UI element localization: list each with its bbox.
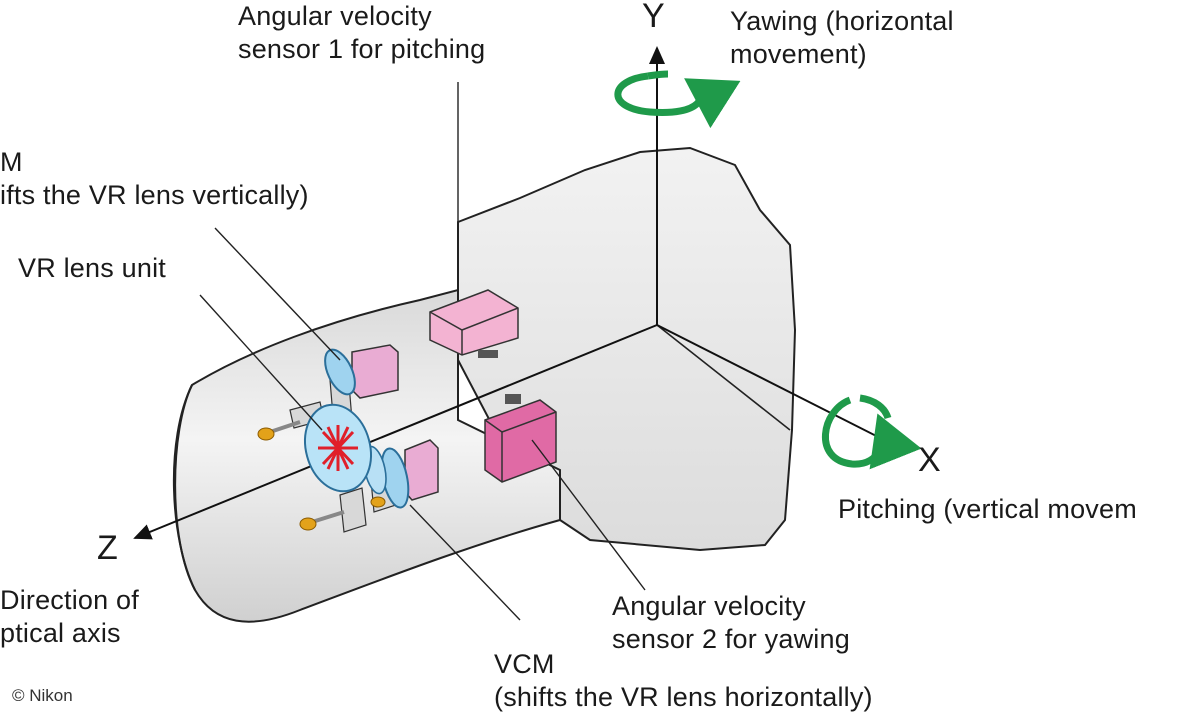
leader-lines bbox=[199, 82, 646, 621]
optical-axis-label: Direction of ptical axis bbox=[0, 584, 139, 650]
vcm-vertical-label-line2: ifts the VR lens vertically) bbox=[0, 180, 309, 210]
lens-center-star-icon bbox=[318, 425, 358, 471]
sensor-2-label-line2: sensor 2 for yawing bbox=[612, 624, 850, 654]
vcm-horizontal-label-line2: (shifts the VR lens horizontally) bbox=[494, 682, 873, 712]
actuator-rod-right bbox=[370, 496, 386, 508]
vcm-vertical-label-line1: M bbox=[0, 147, 23, 177]
lens-front-edge bbox=[174, 384, 196, 591]
sensor-2-label-line1: Angular velocity bbox=[612, 591, 806, 621]
yaw-rotation-icon bbox=[614, 70, 741, 129]
optical-axis-label-line2: ptical axis bbox=[0, 618, 121, 648]
vcm-horizontal-label-line1: VCM bbox=[494, 649, 555, 679]
z-axis-line bbox=[133, 324, 658, 540]
actuator-rod-lower bbox=[299, 510, 345, 531]
actuator-rod-upper bbox=[257, 420, 301, 441]
camera-body-edge bbox=[656, 324, 791, 431]
x-axis-label: X bbox=[918, 441, 941, 479]
sensor-1-label: Angular velocity sensor 1 for pitching bbox=[238, 0, 485, 66]
vr-lens-unit bbox=[257, 344, 439, 533]
yawing-label-line2: movement) bbox=[730, 39, 867, 69]
sensor-1-label-line1: Angular velocity bbox=[238, 1, 432, 31]
pitching-label: Pitching (vertical movem bbox=[838, 494, 1137, 524]
copyright-credit: © Nikon bbox=[12, 686, 73, 705]
vr-lens-unit-label: VR lens unit bbox=[18, 253, 166, 283]
vcm-horizontal-label: VCM (shifts the VR lens horizontally) bbox=[494, 648, 873, 714]
optical-axis-label-line1: Direction of bbox=[0, 585, 139, 615]
sensor-2-label: Angular velocity sensor 2 for yawing bbox=[612, 590, 850, 656]
yawing-label-line1: Yawing (horizontal bbox=[730, 6, 954, 36]
angular-velocity-sensor-2 bbox=[484, 394, 557, 483]
x-axis-line bbox=[656, 324, 902, 449]
vcm-vertical-label: M ifts the VR lens vertically) bbox=[0, 146, 309, 212]
sensor-1-label-line2: sensor 1 for pitching bbox=[238, 34, 486, 64]
y-axis-label: Y bbox=[642, 0, 665, 35]
yawing-label: Yawing (horizontal movement) bbox=[730, 5, 954, 71]
pitch-rotation-icon bbox=[821, 394, 922, 470]
angular-velocity-sensor-1 bbox=[429, 289, 519, 358]
z-axis-label: Z bbox=[97, 529, 118, 567]
